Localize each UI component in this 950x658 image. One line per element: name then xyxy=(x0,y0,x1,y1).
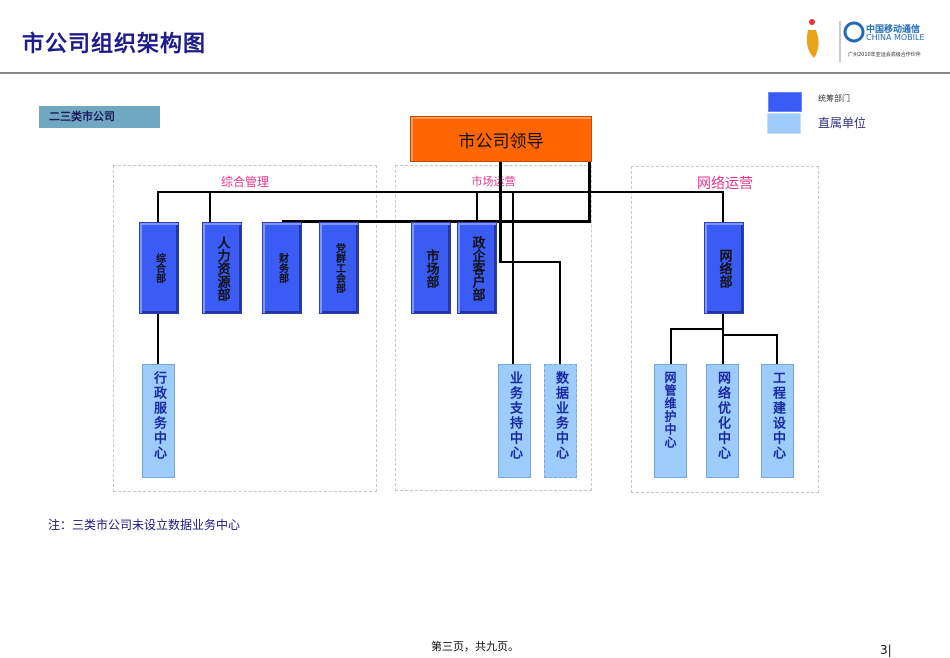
unit-label: 数据业务中心 xyxy=(553,371,568,461)
legend-swatch-unit xyxy=(767,113,801,134)
header-divider xyxy=(0,72,950,74)
unit-label: 工程建设中心 xyxy=(770,371,785,461)
unit-biz-support[interactable]: 业务支持中心 xyxy=(498,364,531,478)
connector xyxy=(499,261,561,263)
connector xyxy=(559,261,561,364)
group-label: 市场运营 xyxy=(471,175,516,188)
dept-network[interactable]: 网络部 xyxy=(704,222,744,314)
connector xyxy=(476,191,478,222)
legend-swatch-dept xyxy=(768,92,802,112)
unit-data[interactable]: 数据业务中心 xyxy=(544,364,577,478)
dept-finance[interactable]: 财务部 xyxy=(262,222,302,314)
legend-label-dept: 统筹部门 xyxy=(818,94,850,103)
group-general: 综合管理 xyxy=(113,165,377,492)
connector xyxy=(670,328,724,330)
connector xyxy=(722,312,724,364)
dept-party[interactable]: 党群工会部 xyxy=(319,222,359,314)
page-title: 市公司组织架构图 xyxy=(22,32,207,57)
category-label: 二三类市公司 xyxy=(39,106,160,128)
page-number: 3| xyxy=(880,643,892,657)
unit-nms[interactable]: 网管维护中心 xyxy=(654,364,687,478)
unit-label: 行政服务中心 xyxy=(151,371,166,461)
logo: 中国移动通信 CHINA MOBILE 广州2010年亚运会高级合作伙伴 xyxy=(800,18,930,64)
connector xyxy=(722,191,724,222)
unit-construction[interactable]: 工程建设中心 xyxy=(761,364,794,478)
dept-label: 市场部 xyxy=(423,248,439,288)
dept-general[interactable]: 综合部 xyxy=(139,222,179,314)
footnote: 注：三类市公司未设立数据业务中心 xyxy=(48,518,241,532)
leader-box[interactable]: 市公司领导 xyxy=(410,116,592,162)
logo-sub: 广州2010年亚运会高级合作伙伴 xyxy=(848,52,921,58)
connector xyxy=(157,191,159,222)
group-label: 网络运营 xyxy=(697,176,753,192)
dept-market[interactable]: 市场部 xyxy=(411,222,451,314)
group-market: 市场运营 xyxy=(395,165,592,491)
unit-label: 业务支持中心 xyxy=(507,371,522,461)
connector xyxy=(157,191,724,193)
group-label: 综合管理 xyxy=(220,175,269,189)
dept-label: 财务部 xyxy=(276,253,288,283)
connector xyxy=(209,191,211,222)
connector xyxy=(512,191,514,364)
legend-label-unit: 直属单位 xyxy=(818,116,867,130)
dept-label: 政企客户部 xyxy=(469,235,485,301)
unit-label: 网管维护中心 xyxy=(663,371,677,449)
connector xyxy=(670,328,672,364)
connector xyxy=(157,312,159,364)
page-indicator: 第三页，共九页。 xyxy=(431,640,519,653)
dept-enterprise[interactable]: 政企客户部 xyxy=(457,222,497,314)
dept-label: 党群工会部 xyxy=(333,243,345,293)
connector xyxy=(776,334,778,364)
dept-label: 综合部 xyxy=(153,253,165,283)
logo-cn: 中国移动通信 xyxy=(866,25,921,35)
logo-en: CHINA MOBILE xyxy=(866,33,925,42)
dept-label: 人力资源部 xyxy=(214,235,230,301)
connector xyxy=(282,220,591,223)
torch-logo-icon xyxy=(806,19,865,62)
group-network: 网络运营 xyxy=(631,166,819,493)
connector xyxy=(499,160,502,263)
unit-optimize[interactable]: 网络优化中心 xyxy=(706,364,739,478)
unit-label: 网络优化中心 xyxy=(715,371,730,461)
dept-label: 网络部 xyxy=(716,248,732,288)
dept-hr[interactable]: 人力资源部 xyxy=(202,222,242,314)
connector xyxy=(722,334,778,336)
unit-admin[interactable]: 行政服务中心 xyxy=(142,364,175,478)
